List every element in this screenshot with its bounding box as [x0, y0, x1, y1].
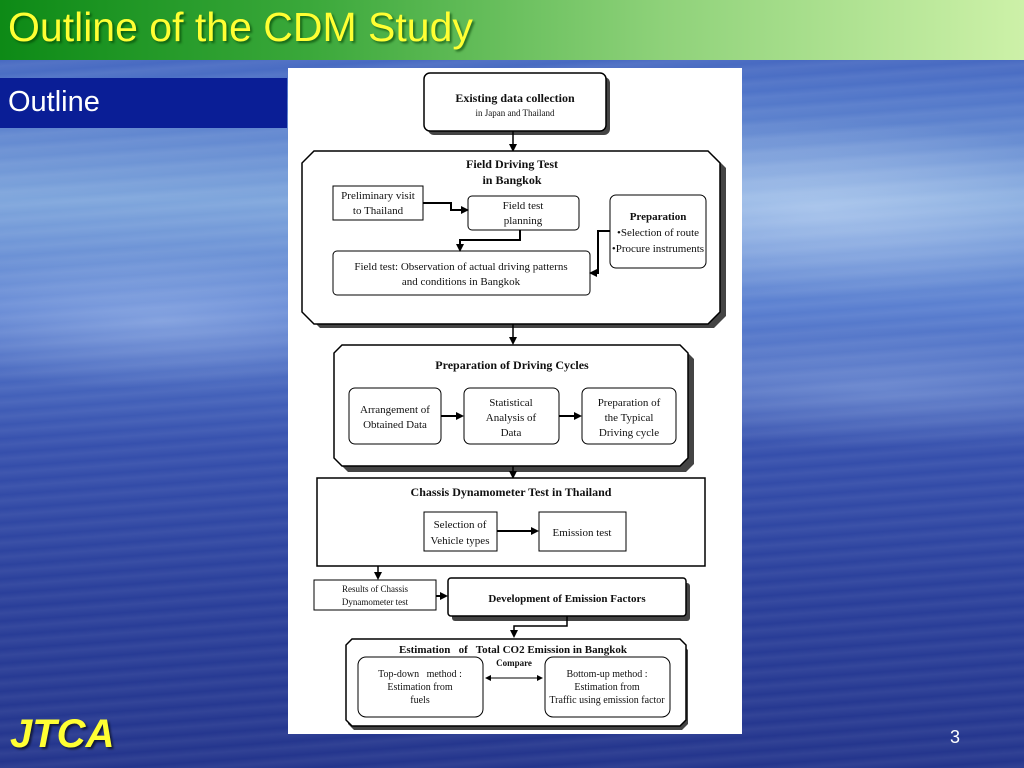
- bottom-up-line-2: Estimation from: [574, 682, 639, 693]
- emission-test-box: [538, 511, 627, 552]
- existing-data-box: Existing data collection in Japan and Th…: [423, 72, 610, 135]
- development-box: Development of Emission Factors: [447, 577, 690, 621]
- typical-line-2: the Typical: [605, 412, 654, 424]
- compare-label: Compare: [496, 658, 532, 668]
- observation-line-2: and conditions in Bangkok: [402, 276, 521, 288]
- top-down-box: [357, 656, 484, 718]
- observation-line-1: Field test: Observation of actual drivin…: [354, 261, 567, 273]
- field-title-1: Field Driving Test: [466, 157, 558, 171]
- arrow-preparation-observation: [589, 230, 610, 277]
- estimation-box: Estimation of Total CO2 Emission in Bang…: [345, 638, 688, 730]
- arrow-development-estimation: [510, 616, 568, 638]
- results-box: Results of Chassis Dynamometer test: [313, 579, 437, 611]
- cycles-title: Preparation of Driving Cycles: [435, 358, 589, 372]
- title-bar: Outline of the CDM Study: [0, 0, 1024, 60]
- statistical-line-3: Data: [501, 427, 522, 439]
- top-down-line-1: Top-down method :: [378, 669, 462, 680]
- slide-subtitle: Outline: [8, 86, 100, 118]
- jtca-logo: JTCA: [10, 712, 115, 756]
- typical-line-1: Preparation of: [598, 397, 661, 409]
- preliminary-line-2: to Thailand: [353, 205, 404, 217]
- typical-line-3: Driving cycle: [599, 427, 659, 439]
- results-line-2: Dynamometer test: [342, 597, 409, 607]
- vehicle-line-2: Vehicle types: [431, 535, 490, 547]
- bottom-up-line-1: Bottom-up method :: [566, 669, 647, 680]
- arrow-planning-observation: [456, 230, 521, 252]
- planning-line-1: Field test: [503, 200, 544, 212]
- planning-line-2: planning: [504, 215, 543, 227]
- arrangement-line-2: Obtained Data: [363, 419, 427, 431]
- estimation-title: Estimation of Total CO2 Emission in Bang…: [399, 644, 628, 656]
- bottom-up-line-3: Traffic using emission factor: [549, 695, 665, 706]
- arrangement-box: [348, 387, 442, 445]
- preparation-item-1: •Selection of route: [617, 227, 699, 239]
- field-observation-box: [332, 250, 591, 296]
- top-down-line-2: Estimation from: [387, 682, 452, 693]
- slide-title: Outline of the CDM Study: [8, 4, 473, 50]
- typical-cycle-box: [581, 387, 677, 445]
- development-label: Development of Emission Factors: [488, 593, 646, 605]
- vehicle-line-1: Selection of: [434, 519, 487, 531]
- emission-test-label: Emission test: [553, 527, 612, 539]
- preparation-item-2: •Procure instruments: [612, 243, 704, 255]
- flowchart-panel: Existing data collection in Japan and Th…: [288, 68, 742, 734]
- preparation-title: Preparation: [630, 211, 687, 223]
- bottom-up-box: [544, 656, 671, 718]
- subtitle-box: Outline: [0, 78, 287, 128]
- arrow-prelim-planning: [423, 202, 469, 214]
- statistical-line-1: Statistical: [489, 397, 532, 409]
- preliminary-line-1: Preliminary visit: [341, 190, 415, 202]
- field-driving-test-box: Field Driving Test in Bangkok Preliminar…: [301, 150, 726, 328]
- results-line-1: Results of Chassis: [342, 584, 409, 594]
- arrangement-line-1: Arrangement of: [360, 404, 430, 416]
- driving-cycles-box: Preparation of Driving Cycles Arrangemen…: [333, 344, 694, 472]
- existing-sub: in Japan and Thailand: [475, 108, 555, 118]
- flowchart: Existing data collection in Japan and Th…: [301, 72, 726, 730]
- field-title-2: in Bangkok: [482, 173, 541, 187]
- top-down-line-3: fuels: [410, 695, 430, 706]
- existing-title: Existing data collection: [455, 91, 575, 105]
- chassis-test-box: Chassis Dynamometer Test in Thailand Sel…: [316, 477, 706, 567]
- page-number: 3: [950, 727, 961, 747]
- statistical-line-2: Analysis of: [486, 412, 537, 424]
- vehicle-selection-box: [423, 511, 498, 552]
- chassis-title: Chassis Dynamometer Test in Thailand: [411, 485, 612, 499]
